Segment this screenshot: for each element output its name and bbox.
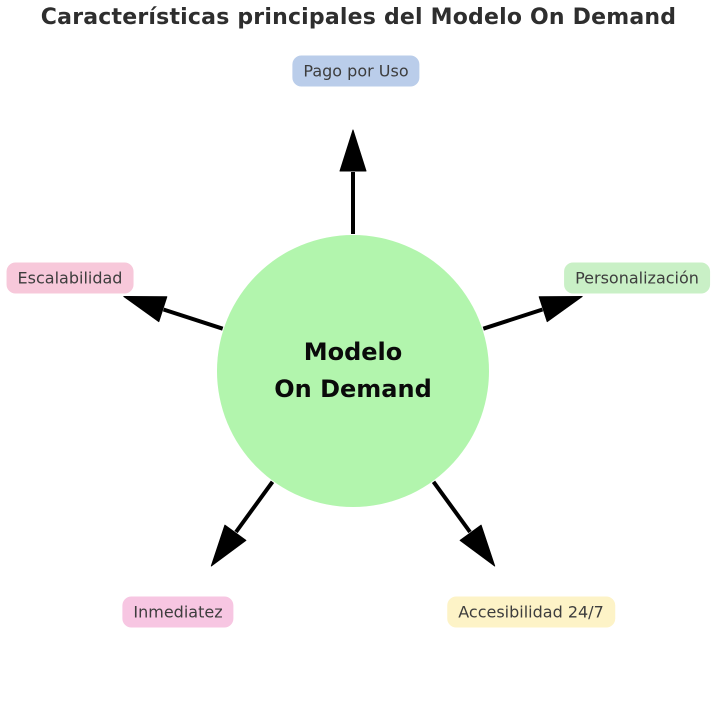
- feature-label-accesibilidad-24-7: Accesibilidad 24/7: [447, 596, 615, 628]
- arrow-head: [538, 296, 583, 323]
- arrow-shaft: [482, 307, 544, 331]
- arrow-accesibilidad-24-7: [431, 480, 496, 567]
- arrow-personalizacion: [482, 296, 583, 331]
- arrow-head: [210, 524, 247, 567]
- arrow-escalabilidad: [123, 296, 224, 331]
- arrow-head: [459, 524, 496, 567]
- center-node-label-line2: On Demand: [274, 375, 432, 403]
- arrow-head: [123, 296, 168, 323]
- feature-label-escalabilidad: Escalabilidad: [6, 262, 134, 294]
- center-node-label: Modelo On Demand: [274, 334, 432, 408]
- center-node-label-line1: Modelo: [303, 338, 403, 366]
- diagram-title: Características principales del Modelo O…: [40, 5, 677, 30]
- arrow-shaft: [234, 480, 275, 534]
- arrow-inmediatez: [210, 480, 275, 567]
- arrow-head: [339, 129, 367, 172]
- feature-label-personalizacion: Personalización: [564, 262, 710, 294]
- arrow-pago-por-uso: [339, 129, 367, 234]
- feature-label-inmediatez: Inmediatez: [122, 596, 234, 628]
- arrow-shaft: [431, 480, 472, 534]
- center-node-circle: [217, 235, 489, 507]
- feature-label-pago-por-uso: Pago por Uso: [292, 55, 420, 87]
- arrow-shaft: [162, 307, 224, 331]
